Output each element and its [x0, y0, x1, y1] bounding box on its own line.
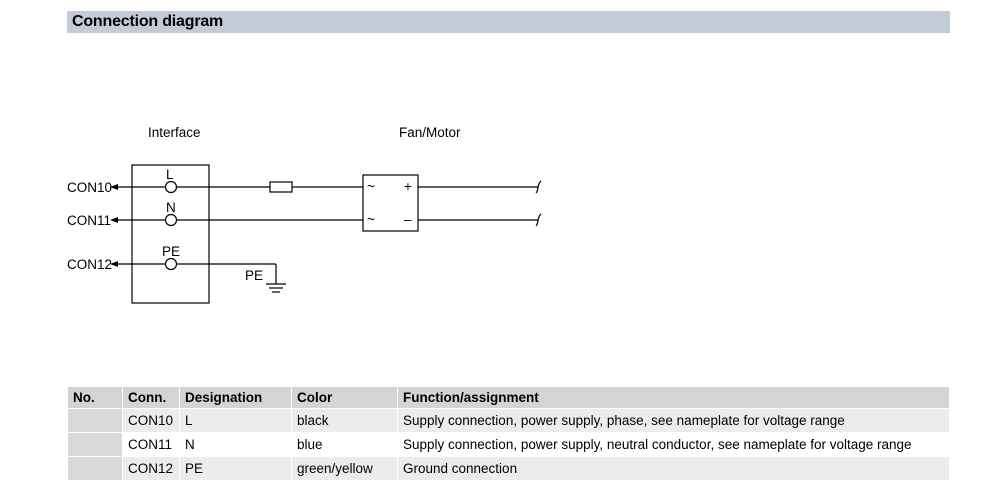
arrow-left-icon — [110, 261, 118, 267]
terminal-n — [164, 213, 178, 227]
column-header-no: No. — [67, 386, 123, 409]
connection-diagram: Interface Fan/Motor CON10 L CON11 N CON1… — [67, 125, 542, 304]
table-header-row: No. Conn. Designation Color Function/ass… — [67, 386, 950, 409]
table-row: CON11 N blue Supply connection, power su… — [67, 432, 950, 457]
arrow-left-icon — [110, 217, 118, 223]
wire-break-icon — [535, 180, 542, 194]
cell-color: black — [291, 408, 398, 433]
cell-no — [67, 408, 123, 433]
cell-color: blue — [291, 432, 398, 457]
terminal-label-l: L — [166, 167, 174, 182]
cell-designation: PE — [179, 456, 292, 481]
ground-label: PE — [245, 268, 263, 283]
cell-function: Supply connection, power supply, neutral… — [397, 432, 950, 457]
wire-break-icon — [535, 213, 542, 227]
terminal-l — [164, 180, 178, 194]
interface-label: Interface — [148, 125, 201, 140]
connector-label-con10: CON10 — [67, 180, 112, 195]
cell-function: Ground connection — [397, 456, 950, 481]
cell-designation: N — [179, 432, 292, 457]
cell-conn: CON10 — [122, 408, 180, 433]
connector-label-con11: CON11 — [67, 213, 111, 228]
section-title: Connection diagram — [72, 13, 224, 30]
cell-no — [67, 456, 123, 481]
table-row: CON10 L black Supply connection, power s… — [67, 408, 950, 433]
fuse — [269, 181, 293, 193]
terminal-pe — [164, 257, 178, 271]
terminal-label-pe: PE — [162, 244, 180, 259]
terminal-label-n: N — [166, 200, 176, 215]
motor-pin-ac-bottom: ~ — [367, 212, 375, 227]
section-header: Connection diagram — [67, 11, 950, 33]
column-header-color: Color — [291, 386, 398, 409]
table-row: CON12 PE green/yellow Ground connection — [67, 456, 950, 481]
cell-color: green/yellow — [291, 456, 398, 481]
connection-table: No. Conn. Designation Color Function/ass… — [67, 386, 950, 481]
column-header-conn: Conn. — [122, 386, 180, 409]
cell-conn: CON12 — [122, 456, 180, 481]
cell-function: Supply connection, power supply, phase, … — [397, 408, 950, 433]
column-header-function: Function/assignment — [397, 386, 950, 409]
cell-no — [67, 432, 123, 457]
motor-box — [362, 174, 419, 232]
motor-pin-ac-top: ~ — [367, 179, 375, 194]
motor-label: Fan/Motor — [399, 125, 461, 140]
motor-pin-plus: + — [404, 179, 412, 194]
cell-conn: CON11 — [122, 432, 180, 457]
cell-designation: L — [179, 408, 292, 433]
ground-icon — [266, 283, 286, 293]
motor-pin-minus: – — [404, 212, 412, 227]
connector-label-con12: CON12 — [67, 257, 112, 272]
column-header-designation: Designation — [179, 386, 292, 409]
arrow-left-icon — [110, 184, 118, 190]
